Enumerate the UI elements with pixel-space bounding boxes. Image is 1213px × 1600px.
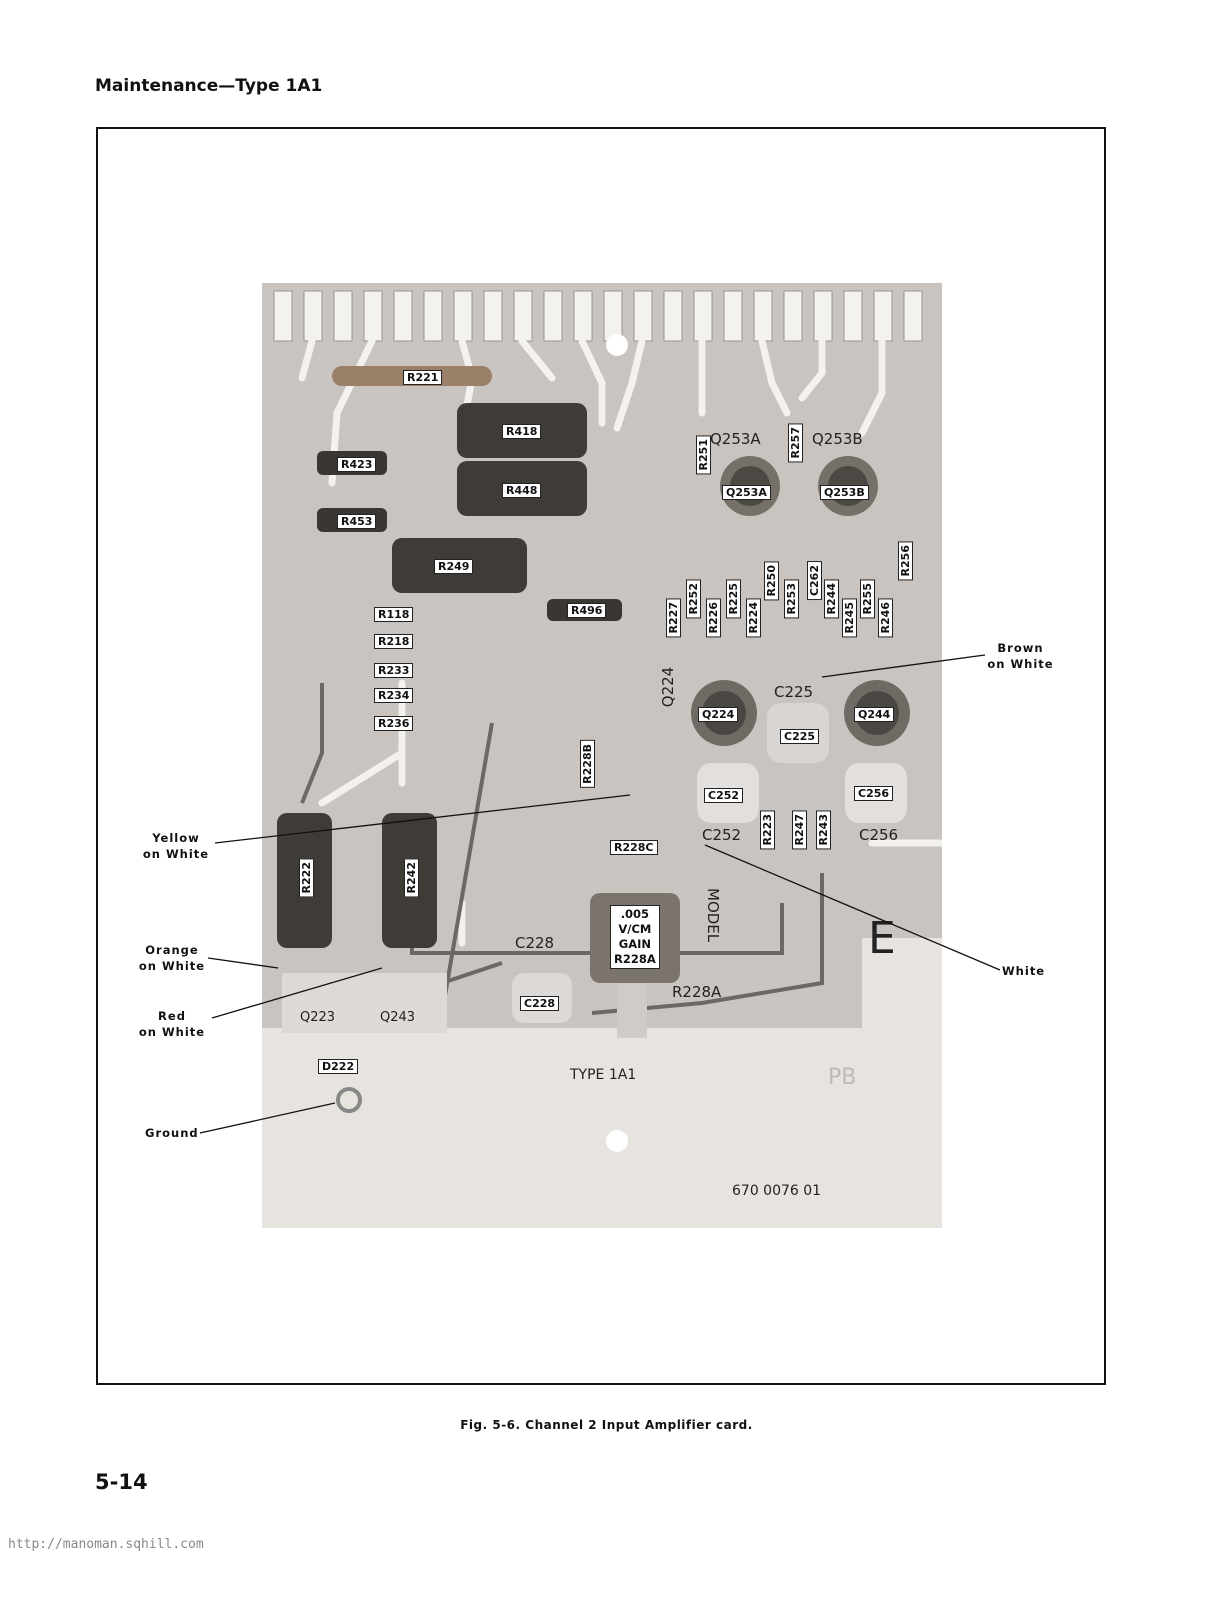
label-c256: C256 — [854, 786, 894, 801]
silk-c256: C256 — [859, 826, 899, 844]
silk-r228a: R228A — [672, 983, 722, 1001]
silk-type: TYPE 1A1 — [570, 1067, 637, 1083]
label-r453: R453 — [337, 514, 377, 529]
label-r423: R423 — [337, 457, 377, 472]
label-r118: R118 — [374, 607, 414, 622]
callout-orange-on-white: Orange on White — [138, 943, 206, 973]
source-url[interactable]: http://manoman.sqhill.com — [8, 1537, 204, 1552]
callout-brown-on-white: Brown on White — [987, 641, 1054, 671]
silk-q253a: Q253A — [710, 430, 761, 448]
label-r236: R236 — [374, 716, 414, 731]
figure-caption: Fig. 5-6. Channel 2 Input Amplifier card… — [460, 1418, 753, 1432]
silk-q253b: Q253B — [812, 430, 863, 448]
label-r249: R249 — [434, 559, 474, 574]
label-r233: R233 — [374, 663, 414, 678]
label-r218: R218 — [374, 634, 414, 649]
page-header: Maintenance—Type 1A1 — [95, 76, 323, 96]
label-c252: C252 — [704, 788, 744, 803]
silk-letter-e: E — [868, 913, 896, 964]
label-q244: Q244 — [854, 707, 895, 722]
label-r221: R221 — [403, 370, 443, 385]
callout-ground: Ground — [145, 1126, 199, 1140]
silk-q223: Q223 — [300, 1010, 336, 1025]
label-r496: R496 — [567, 603, 607, 618]
silk-c228: C228 — [515, 934, 555, 952]
silk-q243: Q243 — [380, 1010, 416, 1025]
silk-c225: C225 — [774, 683, 814, 701]
label-r418: R418 — [502, 424, 542, 439]
page-number: 5-14 — [95, 1470, 148, 1494]
callout-red-on-white: Red on White — [138, 1009, 206, 1039]
callout-white: White — [1002, 964, 1046, 978]
label-r234: R234 — [374, 688, 414, 703]
circuit-board-photo: R221 R418 R423 R448 R453 R249 R118 R218 … — [262, 283, 942, 1228]
label-d222: D222 — [318, 1059, 359, 1074]
silk-c252: C252 — [702, 826, 742, 844]
label-r448: R448 — [502, 483, 542, 498]
label-c225: C225 — [780, 729, 820, 744]
label-q253a: Q253A — [722, 485, 771, 500]
silk-part-number: 670 0076 01 — [732, 1183, 822, 1199]
label-c228: C228 — [520, 996, 560, 1011]
silk-pb: PB — [828, 1065, 857, 1090]
label-q253b: Q253B — [820, 485, 869, 500]
silk-model: MODEL — [704, 888, 722, 943]
label-r228c: R228C — [610, 840, 658, 855]
label-q224: Q224 — [698, 707, 739, 722]
callout-yellow-on-white: Yellow on White — [142, 831, 210, 861]
figure-frame — [96, 127, 1106, 1385]
label-gain-pot: .005 V/CM GAIN R228A — [610, 905, 660, 969]
